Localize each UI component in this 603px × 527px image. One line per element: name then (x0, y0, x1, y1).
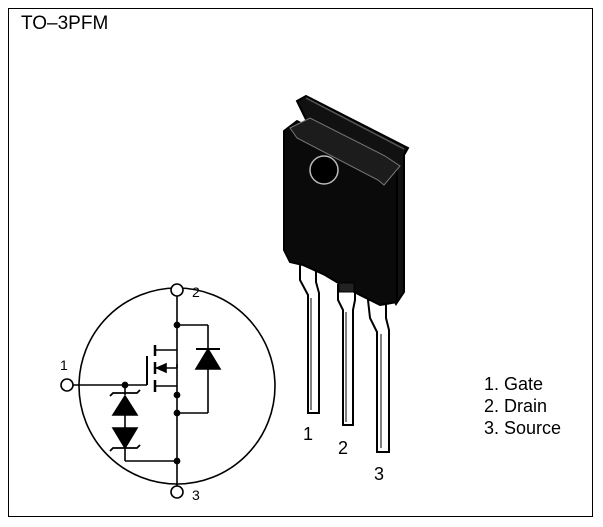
drain-terminal-icon (170, 283, 184, 297)
package-pin-3-label: 3 (374, 464, 384, 484)
pin-legend-item: 1. Gate (484, 374, 544, 394)
package-pin-1-label: 1 (303, 424, 313, 444)
lead-1 (299, 261, 320, 414)
pin-legend-item: 3. Source (484, 418, 562, 438)
gate-terminal-icon (60, 378, 74, 392)
source-terminal-icon (170, 485, 184, 499)
mosfet-schematic (60, 283, 276, 499)
schematic-source-label: 3 (192, 487, 200, 503)
lead-3 (366, 299, 390, 453)
schematic-gate-label: 1 (60, 357, 68, 373)
package-pin-2-label: 2 (338, 438, 348, 458)
package-title: TO–3PFM (21, 13, 109, 34)
lead-2 (337, 284, 356, 426)
pin-legend: 1. Gate 2. Drain 3. Source (484, 373, 561, 439)
figure-frame (8, 8, 593, 517)
schematic-drain-label: 2 (192, 284, 200, 300)
package-top-ridge (289, 117, 401, 186)
mounting-hole-icon (309, 155, 339, 185)
pin-legend-item: 2. Drain (484, 396, 548, 416)
to3pfm-package (283, 94, 410, 453)
